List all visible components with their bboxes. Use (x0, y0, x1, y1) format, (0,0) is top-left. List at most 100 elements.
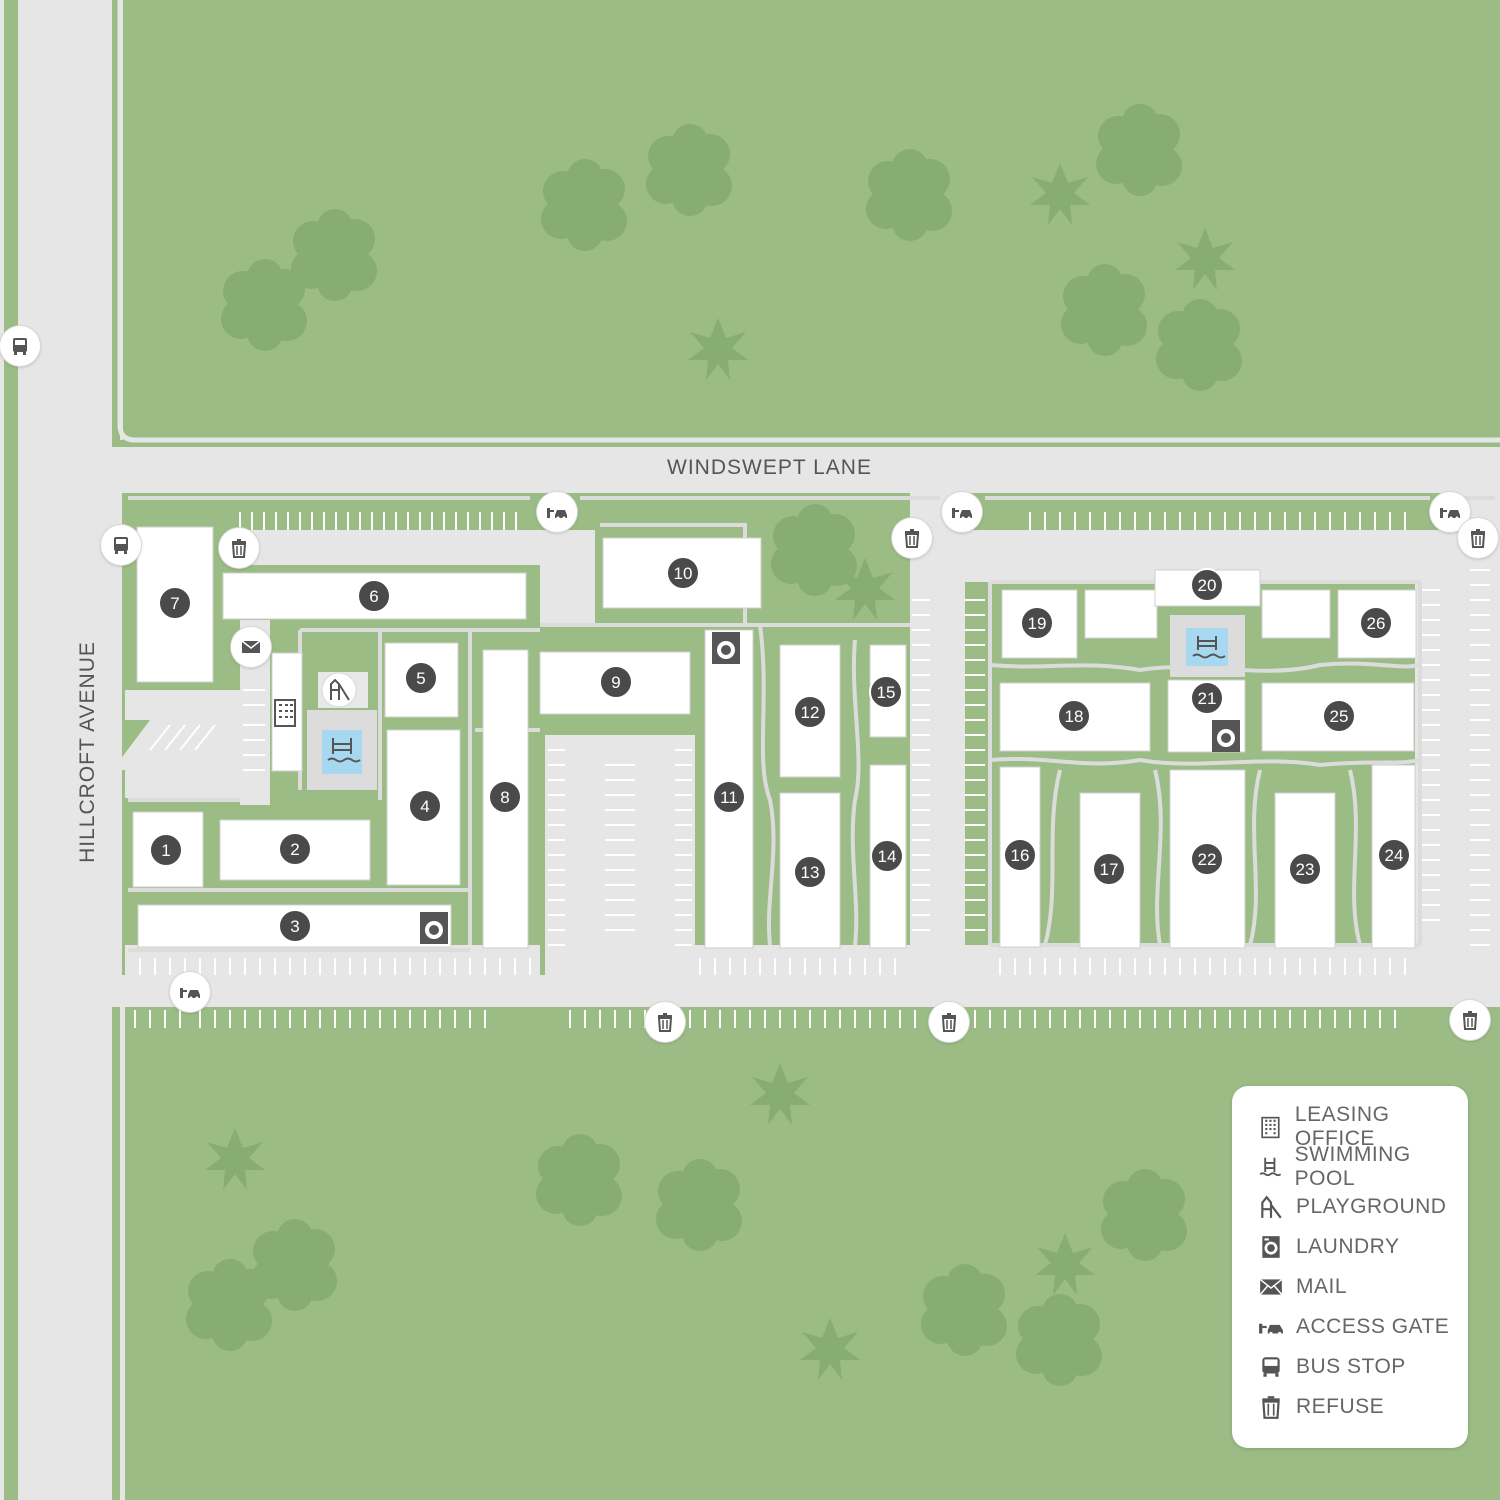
building-badge[interactable]: 23 (1288, 852, 1322, 886)
mail-icon (1259, 1278, 1283, 1296)
building-number: 11 (720, 788, 738, 807)
building-number: 24 (1385, 846, 1404, 865)
building-badge[interactable]: 15 (869, 675, 903, 709)
building-badge[interactable]: 4 (408, 789, 442, 823)
building-badge[interactable]: 12 (793, 695, 827, 729)
legend-item-laundry[interactable]: LAUNDRY (1258, 1232, 1399, 1262)
mail-marker[interactable] (231, 627, 271, 667)
building-number: 12 (801, 703, 820, 722)
building-badge[interactable]: 17 (1092, 852, 1126, 886)
access-gate-icon (1259, 1323, 1283, 1336)
building-number: 19 (1028, 614, 1047, 633)
building-number: 2 (290, 840, 299, 859)
building-number: 23 (1296, 860, 1315, 879)
legend-label: REFUSE (1296, 1395, 1385, 1418)
refuse-marker[interactable] (1450, 1000, 1490, 1040)
building-badge[interactable]: 3 (278, 909, 312, 943)
building-badge[interactable]: 10 (666, 556, 700, 590)
street-label-windswept-lane: WINDSWEPT LANE (667, 456, 872, 479)
building-badge[interactable]: 9 (599, 665, 633, 699)
map-legend: LEASING OFFICE SWIMMING POOL PLAYGROUND … (1232, 1086, 1468, 1448)
legend-item-mail[interactable]: MAIL (1258, 1272, 1347, 1302)
building-number: 4 (420, 797, 429, 816)
bus-stop-marker[interactable] (101, 525, 141, 565)
building-badge[interactable]: 25 (1322, 699, 1356, 733)
building-number: 5 (416, 669, 425, 688)
pool-west (322, 730, 362, 774)
laundry-icon (1262, 1236, 1280, 1258)
access-gate-marker[interactable] (170, 972, 210, 1012)
building-badge[interactable]: 14 (870, 839, 904, 873)
building-badge[interactable]: 21 (1190, 681, 1224, 715)
trash-icon (1462, 1011, 1478, 1030)
swimming-pool-icon (1192, 636, 1226, 659)
building-number: 14 (878, 847, 897, 866)
refuse-marker[interactable] (892, 518, 932, 558)
building-number: 21 (1198, 689, 1217, 708)
mail-icon (241, 640, 261, 653)
building-number: 3 (290, 917, 299, 936)
building-number: 1 (161, 841, 170, 860)
building-badge[interactable]: 22 (1190, 842, 1224, 876)
building-badge[interactable]: 24 (1377, 838, 1411, 872)
legend-item-access-gate[interactable]: ACCESS GATE (1258, 1312, 1449, 1342)
trash-icon (657, 1013, 673, 1032)
legend-item-refuse[interactable]: REFUSE (1258, 1392, 1384, 1422)
building-number: 8 (500, 788, 509, 807)
building-badge[interactable]: 8 (488, 780, 522, 814)
legend-label: PLAYGROUND (1296, 1195, 1447, 1218)
building-number: 16 (1011, 846, 1030, 865)
building-number: 13 (801, 863, 820, 882)
legend-item-playground[interactable]: PLAYGROUND (1258, 1192, 1446, 1222)
building-19b-shape (1084, 589, 1158, 639)
building-badges: 1 2 3 4 5 6 7 8 9 10 11 12 13 14 15 16 1… (149, 556, 1411, 943)
legend-item-leasing-office[interactable]: LEASING OFFICE (1258, 1103, 1468, 1150)
bus-icon (114, 537, 128, 554)
bus-icon (13, 338, 27, 355)
access-gate-marker[interactable] (942, 492, 982, 532)
access-gate-icon (952, 508, 972, 520)
building-badge[interactable]: 13 (793, 855, 827, 889)
legend-label: LEASING OFFICE (1294, 1103, 1390, 1150)
building-number: 7 (170, 594, 179, 613)
building-badge[interactable]: 7 (158, 586, 192, 620)
refuse-marker[interactable] (1458, 518, 1498, 558)
trash-icon (1470, 529, 1486, 548)
building-badge[interactable]: 26 (1359, 606, 1393, 640)
building-badge[interactable]: 5 (404, 661, 438, 695)
refuse-marker[interactable] (929, 1002, 969, 1042)
playground-icon (1261, 1195, 1282, 1219)
building-badge[interactable]: 2 (278, 832, 312, 866)
building-badge[interactable]: 20 (1190, 568, 1224, 602)
playground-icon (321, 672, 357, 708)
legend-item-swimming-pool[interactable]: SWIMMING POOL (1258, 1143, 1468, 1190)
building-badge[interactable]: 18 (1057, 699, 1091, 733)
building-badge[interactable]: 16 (1003, 838, 1037, 872)
building-number: 15 (877, 683, 896, 702)
building-number: 9 (611, 673, 620, 692)
leasing-office-icon (1261, 1116, 1280, 1139)
building-badge[interactable]: 1 (149, 833, 183, 867)
refuse-marker[interactable] (219, 528, 259, 568)
building-badge[interactable]: 11 (712, 780, 746, 814)
laundry-icon (420, 912, 448, 944)
building-number: 17 (1100, 860, 1119, 879)
swimming-pool-icon (1259, 1157, 1282, 1177)
refuse-marker[interactable] (645, 1002, 685, 1042)
legend-item-bus-stop[interactable]: BUS STOP (1258, 1352, 1406, 1382)
building-number: 10 (674, 564, 693, 583)
laundry-icon (712, 632, 740, 664)
building-badge[interactable]: 6 (357, 579, 391, 613)
legend-label: SWIMMING POOL (1294, 1143, 1411, 1190)
building-number: 22 (1198, 850, 1217, 869)
legend-label: ACCESS GATE (1296, 1315, 1450, 1338)
building-number: 6 (369, 587, 378, 606)
legend-label: MAIL (1296, 1275, 1348, 1298)
bus-stop-marker[interactable] (0, 326, 40, 366)
building-badge[interactable]: 19 (1020, 606, 1054, 640)
swimming-pool-icon (327, 738, 361, 763)
access-gate-marker[interactable] (537, 492, 577, 532)
